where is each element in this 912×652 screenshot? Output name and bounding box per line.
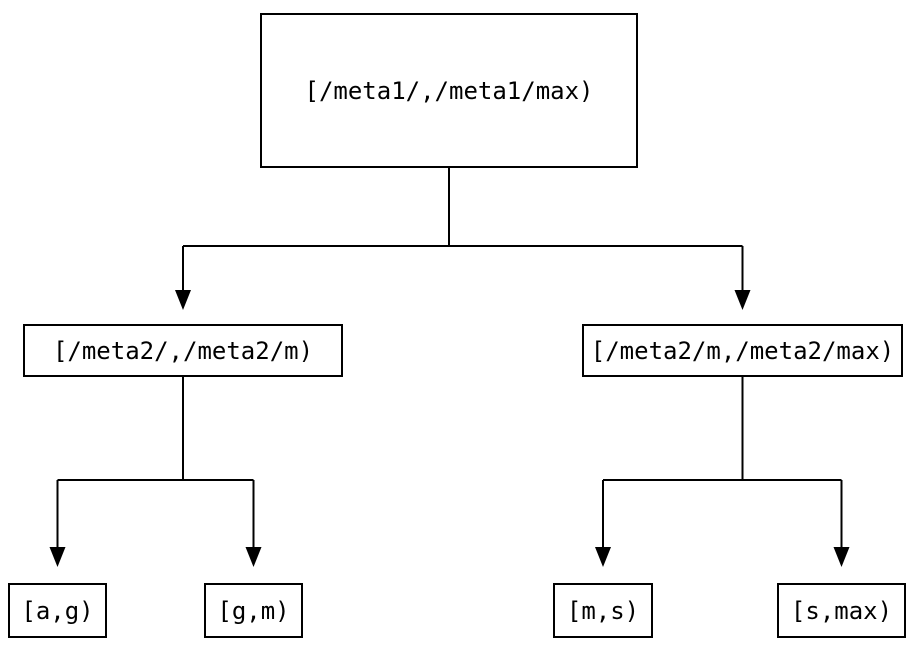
node-right-child-label: [/meta2/m,/meta2/max) [590,336,895,365]
arrowhead-left-right [245,547,262,567]
node-leaf-m-s-label: [m,s) [566,596,640,625]
node-root: [/meta1/,/meta1/max) [260,13,638,168]
edge-right-to-children [602,377,843,548]
arrowhead-root-left [175,290,191,310]
node-leaf-g-m: [g,m) [204,583,303,638]
node-leaf-s-max: [s,max) [777,583,906,638]
node-leaf-a-g: [a,g) [8,583,107,638]
node-root-label: [/meta1/,/meta1/max) [304,76,594,105]
arrowhead-root-right [734,290,751,310]
edge-root-to-children [182,168,744,291]
arrowhead-right-left [595,547,611,567]
node-left-child-label: [/meta2/,/meta2/m) [52,336,314,365]
arrowhead-left-left [49,547,66,567]
node-leaf-s-max-label: [s,max) [790,596,893,625]
edge-left-to-children [56,377,255,548]
arrowhead-right-right [833,547,850,567]
node-right-child: [/meta2/m,/meta2/max) [582,324,903,377]
node-leaf-m-s: [m,s) [553,583,653,638]
node-leaf-g-m-label: [g,m) [217,596,290,625]
node-leaf-a-g-label: [a,g) [21,596,94,625]
node-left-child: [/meta2/,/meta2/m) [23,324,343,377]
